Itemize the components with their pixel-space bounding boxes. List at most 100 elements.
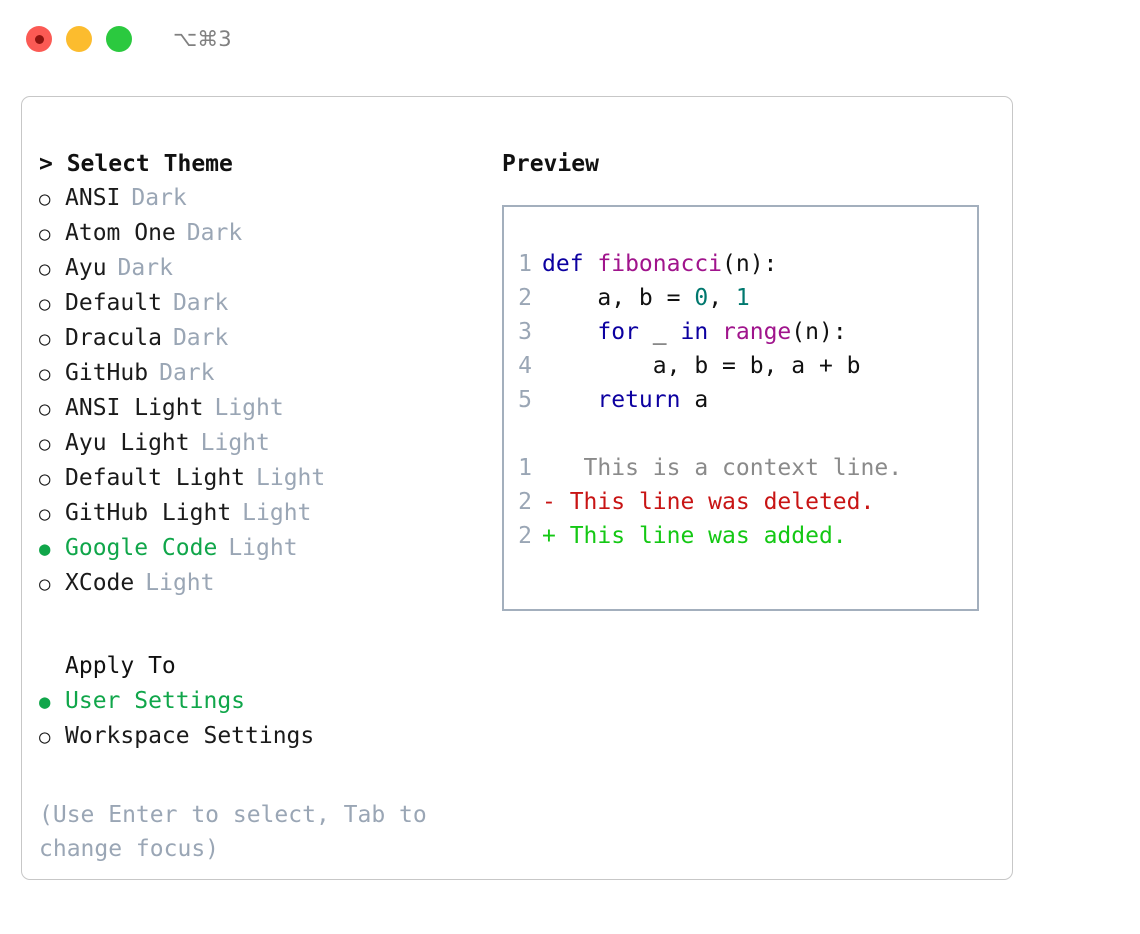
diff-line-added: 2+ This line was added. (504, 519, 977, 553)
close-button-icon[interactable] (26, 26, 52, 52)
theme-option-category: Light (256, 465, 326, 491)
theme-option-category: Light (242, 500, 312, 526)
code-token-kw: for (597, 319, 639, 345)
code-line: 4 a, b = b, a + b (504, 349, 977, 383)
theme-option-label: Dracula (65, 325, 162, 351)
theme-option-label: ANSI Light (65, 395, 204, 421)
code-line-text: return a (542, 383, 708, 417)
diff-line-text: This line was added. (555, 523, 847, 549)
radio-unselected-icon[interactable]: ○ (39, 503, 51, 525)
theme-option-category: Light (214, 395, 284, 421)
apply-to-header: ○ Apply To (39, 649, 490, 684)
radio-selected-icon[interactable]: ● (39, 538, 51, 560)
theme-option-category: Light (200, 430, 270, 456)
code-line-text: a, b = 0, 1 (542, 281, 750, 315)
theme-option-category: Light (228, 535, 298, 561)
radio-unselected-icon[interactable]: ○ (39, 398, 51, 420)
keyboard-shortcut-label: ⌥⌘3 (173, 27, 232, 51)
code-token-plain: , (708, 285, 736, 311)
radio-unselected-icon[interactable]: ○ (39, 363, 51, 385)
code-token-num: 0 (694, 285, 709, 311)
recording-dot-icon (34, 34, 44, 44)
diff-line-number: 2 (518, 489, 532, 515)
apply-to-option-row[interactable]: ○ Workspace Settings (39, 719, 490, 754)
code-token-plain: _ (638, 319, 681, 345)
apply-to-option-row[interactable]: ●User Settings (39, 684, 490, 719)
code-line-number: 5 (518, 387, 532, 413)
code-line-number: 1 (518, 251, 532, 277)
diff-line-text: This is a context line. (555, 455, 903, 481)
theme-option-row[interactable]: ○ XCode Light (39, 566, 490, 601)
theme-option-label: GitHub Light (65, 500, 232, 526)
apply-to-header-marker: ○ (39, 650, 65, 684)
code-token-plain (708, 319, 722, 345)
minimize-button-icon[interactable] (66, 26, 92, 52)
theme-option-row[interactable]: ○ Dracula Dark (39, 321, 490, 356)
radio-unselected-icon[interactable]: ○ (39, 573, 51, 595)
code-token-kw: in (680, 319, 709, 345)
select-theme-title: > Select Theme (39, 151, 233, 177)
diff-line-number: 1 (518, 455, 532, 481)
code-token-plain (542, 319, 597, 345)
diff-line-context: 1 This is a context line. (504, 451, 977, 485)
diff-sign: - (542, 489, 556, 515)
code-line-number: 4 (518, 353, 532, 379)
traffic-lights (26, 26, 132, 52)
maximize-button-icon[interactable] (106, 26, 132, 52)
theme-option-label: Google Code (65, 535, 218, 561)
radio-unselected-icon[interactable]: ○ (39, 433, 51, 455)
radio-unselected-icon[interactable]: ○ (39, 726, 51, 748)
theme-option-label: Ayu Light (65, 430, 190, 456)
radio-unselected-icon[interactable]: ○ (39, 293, 51, 315)
code-token-plain: (n): (722, 251, 778, 277)
radio-unselected-icon[interactable]: ○ (39, 328, 51, 350)
diff-sign (542, 451, 556, 485)
radio-selected-icon[interactable]: ● (39, 691, 51, 713)
code-token-num: 1 (735, 285, 750, 311)
theme-option-row[interactable]: ● Google Code Light (39, 531, 490, 566)
code-line-text: a, b = b, a + b (542, 349, 861, 383)
diff-line-number: 2 (518, 523, 532, 549)
theme-option-category: Light (145, 570, 215, 596)
code-token-plain: (n): (791, 319, 847, 345)
theme-option-category: Dark (131, 185, 187, 211)
theme-option-row[interactable]: ○ Ayu Light Light (39, 426, 490, 461)
code-line: 3 for _ in range(n): (504, 315, 977, 349)
theme-option-row[interactable]: ○ GitHub Light Light (39, 496, 490, 531)
theme-option-category: Dark (159, 360, 215, 386)
apply-to-option-list[interactable]: ●User Settings ○ Workspace Settings (39, 684, 490, 754)
code-line-number: 3 (518, 319, 532, 345)
code-token-plain: a, b = (542, 285, 695, 311)
diff-line-text: This line was deleted. (555, 489, 875, 515)
code-line: 5 return a (504, 383, 977, 417)
preview-title: Preview (502, 151, 599, 177)
radio-unselected-icon[interactable]: ○ (39, 223, 51, 245)
code-token-plain: a (680, 387, 709, 413)
theme-option-row[interactable]: ○ ANSI Dark (39, 181, 490, 216)
diff-line-deleted: 2- This line was deleted. (504, 485, 977, 519)
radio-unselected-icon[interactable]: ○ (39, 188, 51, 210)
radio-unselected-icon[interactable]: ○ (39, 258, 51, 280)
theme-option-label: Atom One (65, 220, 176, 246)
theme-option-category: Dark (172, 325, 229, 351)
theme-option-label: XCode (65, 570, 135, 596)
radio-unselected-icon[interactable]: ○ (39, 468, 51, 490)
theme-option-label: ANSI (65, 185, 121, 211)
code-token-kw: def (542, 251, 598, 277)
theme-option-row[interactable]: ○ ANSI Light Light (39, 391, 490, 426)
code-token-plain: a, b = b, a + b (542, 353, 861, 379)
apply-to-option-label: Workspace Settings (65, 723, 315, 749)
keyboard-hint-text: (Use Enter to select, Tab to change focu… (39, 802, 427, 862)
